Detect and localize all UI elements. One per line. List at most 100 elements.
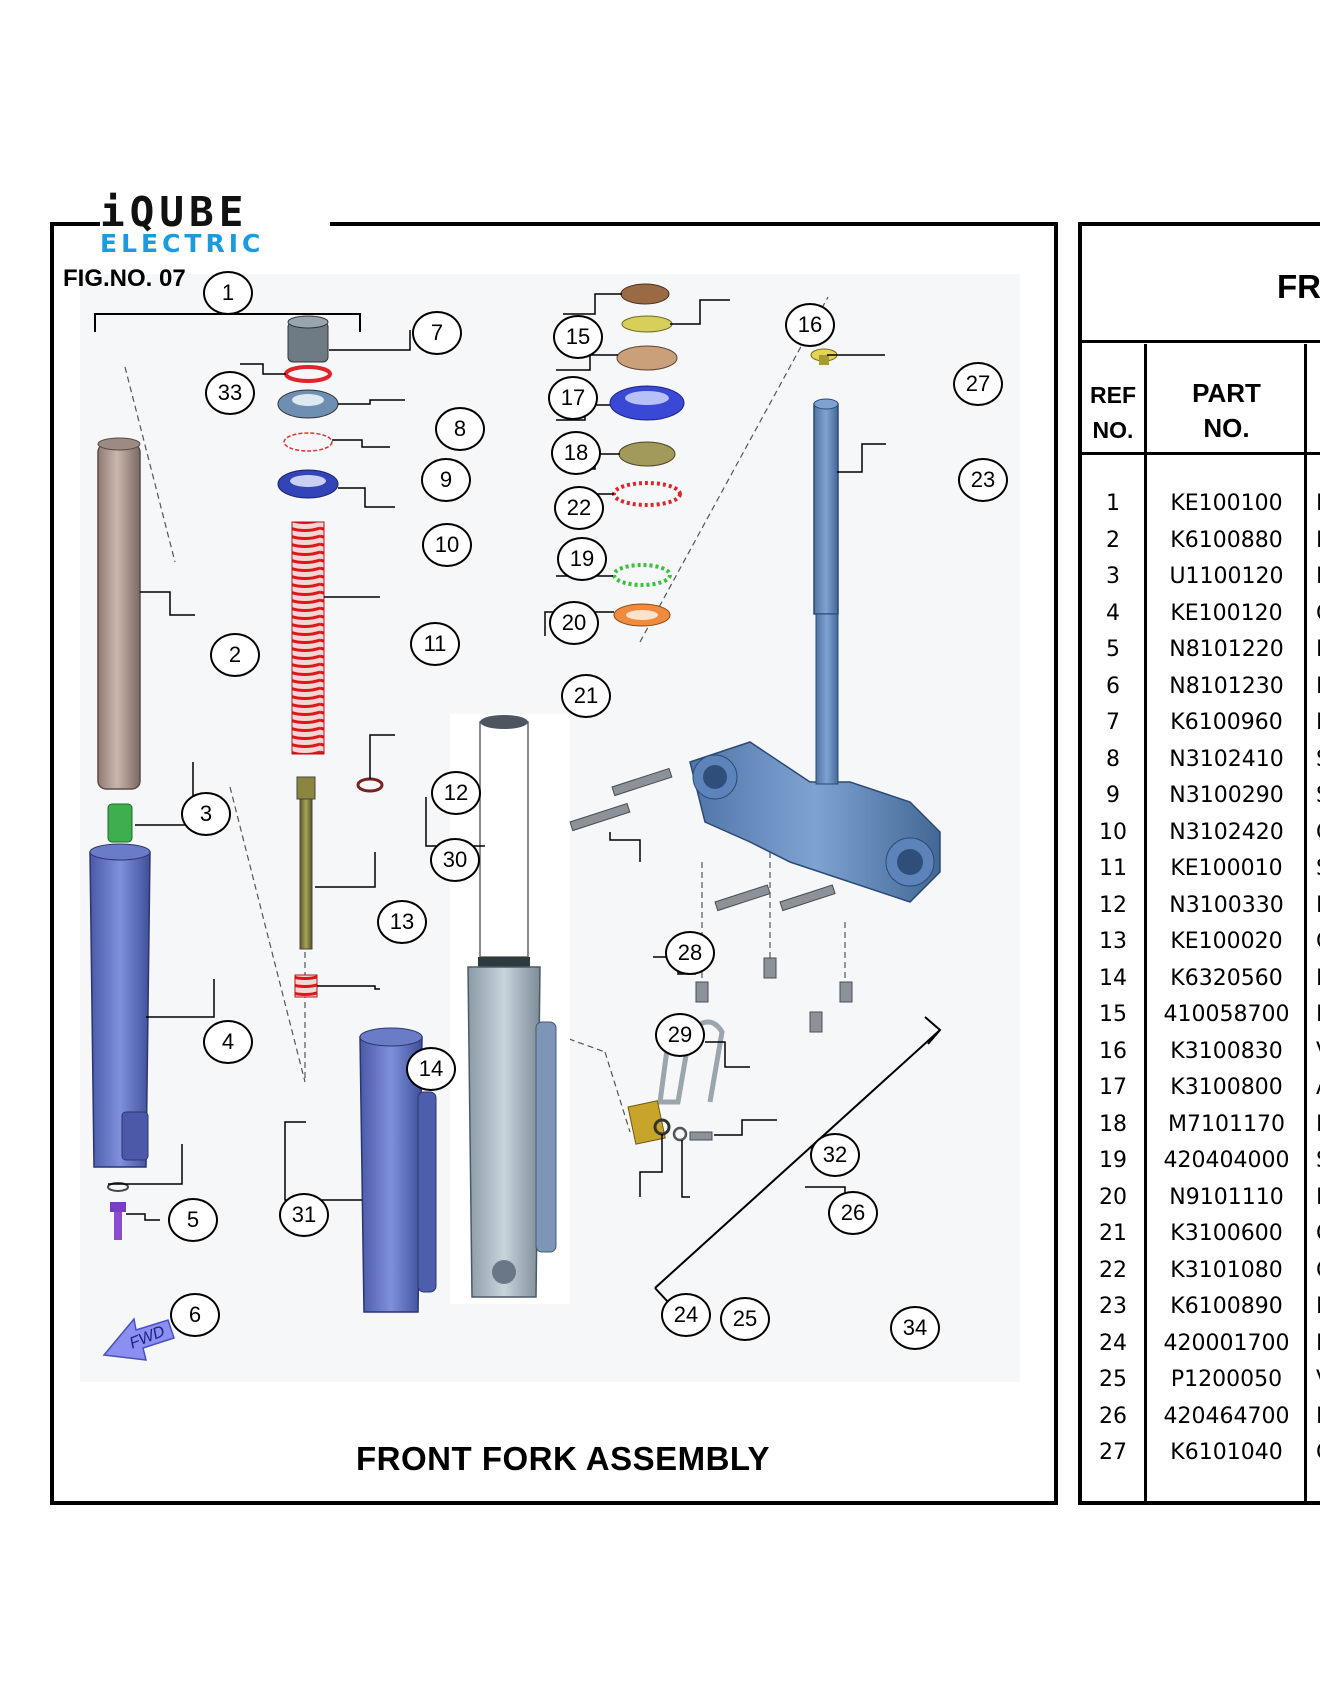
part-no-cell: 410058700 bbox=[1163, 1002, 1290, 1027]
figure-number: FIG.NO. 07 bbox=[63, 265, 186, 292]
table-row: 23K6100890L bbox=[1082, 1289, 1320, 1325]
table-row: 1 KE100100 L bbox=[1082, 486, 1320, 522]
description-cell: S bbox=[1316, 742, 1320, 778]
callout-10: 10 bbox=[422, 523, 472, 567]
part-no-cell: 420001700 bbox=[1163, 1330, 1290, 1356]
table-row: 8 N3102410 S bbox=[1082, 742, 1320, 778]
cap-part bbox=[287, 315, 329, 363]
callout-6: 6 bbox=[170, 1293, 220, 1337]
ref-no-cell: 14 bbox=[1099, 965, 1127, 991]
part-no-cell: K6100960 bbox=[1170, 710, 1283, 735]
table-row: 2K6100880I bbox=[1082, 523, 1320, 559]
table-row: 13KE100020C bbox=[1082, 924, 1320, 960]
pinch-bolts-part bbox=[569, 767, 836, 912]
table-rule-header bbox=[1082, 452, 1320, 455]
washer-25-part bbox=[672, 1126, 688, 1142]
part-no-header: PART NO. bbox=[1192, 378, 1261, 443]
description-cell: F bbox=[1316, 888, 1320, 924]
part-no-cell: KE100010 bbox=[1170, 856, 1283, 881]
ref-no-cell: 24 bbox=[1099, 1330, 1127, 1356]
callout-7: 7 bbox=[412, 311, 462, 355]
table-divider-ref bbox=[1144, 344, 1147, 1501]
description-cell: S bbox=[1316, 778, 1320, 814]
hose-guide-part bbox=[657, 1019, 725, 1105]
stem-cap-nut-part bbox=[810, 348, 838, 365]
circlip-part bbox=[283, 432, 333, 452]
ref-no-cell: 9 bbox=[1106, 783, 1120, 808]
ref-no-cell: 8 bbox=[1106, 746, 1120, 772]
callout-9: 9 bbox=[421, 458, 471, 502]
table-row: 14 K6320560 F bbox=[1082, 961, 1320, 997]
part-no-cell: K6320560 bbox=[1170, 965, 1283, 991]
table-row: 7K6100960N bbox=[1082, 705, 1320, 741]
description-cell: F bbox=[1316, 1326, 1320, 1362]
part-no-cell: 420464700 bbox=[1163, 1403, 1290, 1429]
callout-25: 25 bbox=[720, 1297, 770, 1341]
part-no-cell: K6101040 bbox=[1170, 1440, 1283, 1465]
part-no-cell: KE100020 bbox=[1170, 929, 1283, 954]
part-no-cell: N3102410 bbox=[1169, 746, 1284, 772]
table-row: 15410058700L bbox=[1082, 997, 1320, 1033]
ref-no-cell: 11 bbox=[1099, 856, 1127, 881]
hex-bolt-part bbox=[689, 1131, 713, 1141]
part-no-cell: K6100880 bbox=[1170, 527, 1283, 553]
table-row: 19420404000S bbox=[1082, 1143, 1320, 1179]
part-no-cell: KE100100 bbox=[1170, 491, 1283, 516]
seal-part bbox=[277, 389, 339, 419]
table-row: 16K3100830V bbox=[1082, 1034, 1320, 1070]
description-cell: C bbox=[1316, 1253, 1320, 1289]
table-row: 17 K3100800 A bbox=[1082, 1070, 1320, 1106]
oring-part bbox=[107, 1182, 129, 1192]
ref-no-cell: 23 bbox=[1099, 1294, 1127, 1319]
description-cell: H bbox=[1316, 1399, 1320, 1435]
callout-12: 12 bbox=[431, 771, 481, 815]
description-cell: L bbox=[1316, 1289, 1320, 1325]
ref-no-cell: 21 bbox=[1099, 1221, 1127, 1246]
description-cell: C bbox=[1316, 1435, 1320, 1471]
bearing-stack-parts bbox=[609, 283, 685, 627]
description-cell: F bbox=[1316, 559, 1320, 595]
description-cell: V bbox=[1316, 1034, 1320, 1070]
callout-18: 18 bbox=[551, 431, 601, 475]
table-row: 20N9101110E bbox=[1082, 1180, 1320, 1216]
callout-14: 14 bbox=[406, 1047, 456, 1091]
callout-4: 4 bbox=[203, 1020, 253, 1064]
table-row: 21K3100600C bbox=[1082, 1216, 1320, 1252]
callout-17: 17 bbox=[548, 376, 598, 420]
description-cell: F bbox=[1316, 961, 1320, 997]
description-cell: L bbox=[1316, 486, 1320, 522]
callout-20: 20 bbox=[549, 601, 599, 645]
damper-cylinder-part bbox=[296, 776, 316, 950]
description-cell: C bbox=[1316, 815, 1320, 851]
table-row: 26420464700H bbox=[1082, 1399, 1320, 1435]
table-row: 4KE100120C bbox=[1082, 596, 1320, 632]
description-cell: E bbox=[1316, 1180, 1320, 1216]
ref-no-cell: 6 bbox=[1106, 673, 1120, 699]
description-cell: N bbox=[1316, 705, 1320, 741]
description-cell: V bbox=[1316, 1362, 1320, 1398]
callout-27: 27 bbox=[953, 362, 1003, 406]
callout-16: 16 bbox=[785, 303, 835, 347]
callout-8: 8 bbox=[435, 407, 485, 451]
ref-no-cell: 27 bbox=[1099, 1440, 1127, 1465]
fork-spring-part bbox=[291, 521, 325, 755]
outer-tube-left-part bbox=[89, 843, 151, 1168]
table-divider-part bbox=[1304, 344, 1307, 1501]
collar-part bbox=[107, 803, 133, 843]
callout-29: 29 bbox=[655, 1013, 705, 1057]
part-no-cell: K3100800 bbox=[1170, 1075, 1283, 1100]
callout-21: 21 bbox=[561, 674, 611, 718]
ref-no-cell: 17 bbox=[1099, 1075, 1127, 1100]
ref-no-cell: 1 bbox=[1106, 491, 1120, 516]
description-cell: S bbox=[1316, 1143, 1320, 1179]
parts-table: FR REF NO. PART NO. 1KE100100L 2K6100880… bbox=[1078, 222, 1320, 1505]
part-no-cell: N3102420 bbox=[1169, 819, 1284, 845]
description-cell: A bbox=[1316, 1070, 1320, 1106]
ref-no-cell: 13 bbox=[1099, 929, 1127, 954]
table-row: 12N3100330F bbox=[1082, 888, 1320, 924]
part-no-cell: U1100120 bbox=[1169, 564, 1284, 589]
ref-no-header: REF NO. bbox=[1090, 382, 1136, 443]
fwd-arrow-icon: FWD bbox=[102, 1317, 175, 1361]
callout-28: 28 bbox=[665, 931, 715, 975]
description-cell: F bbox=[1316, 632, 1320, 668]
